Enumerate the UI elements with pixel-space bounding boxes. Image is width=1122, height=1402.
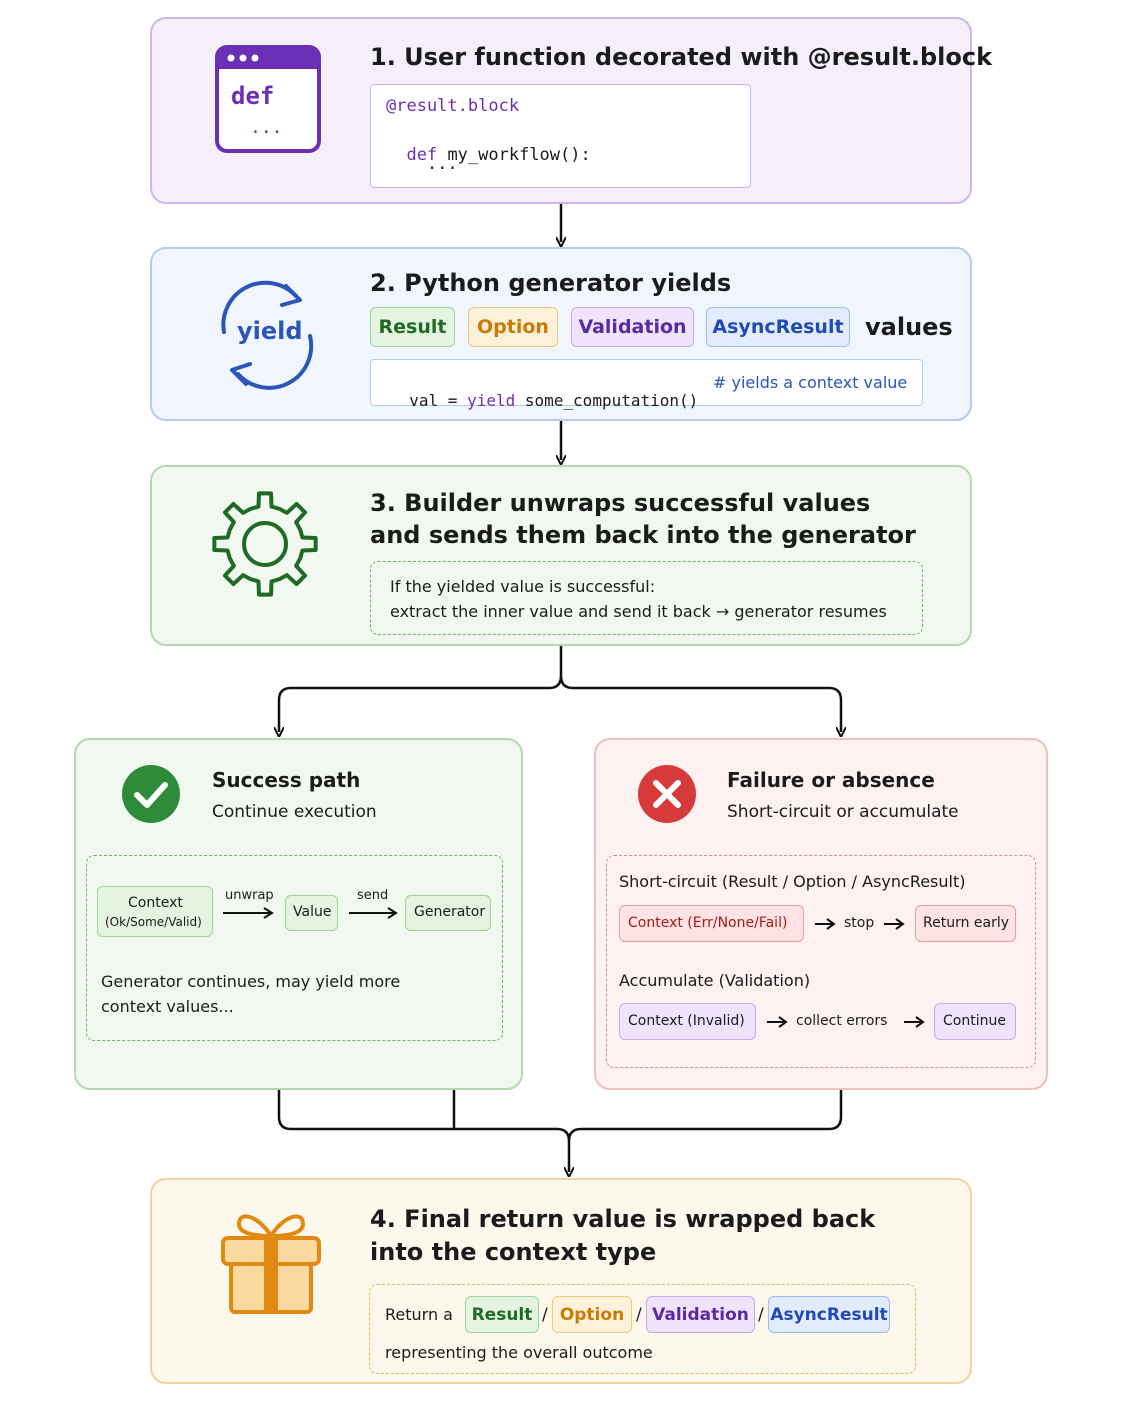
step3-note-box <box>370 561 923 635</box>
arrow-merge-left <box>277 1090 569 1172</box>
step4-title-line2: into the context type <box>370 1238 657 1266</box>
short-context-box <box>619 905 804 942</box>
code-def-name: my_workflow(): <box>437 145 591 165</box>
final-chip-validation: Validation <box>646 1296 755 1333</box>
code-def-line: def my_workflow(): <box>386 125 591 165</box>
code-def-keyword: def <box>406 145 438 165</box>
failure-detail-box <box>606 855 1036 1068</box>
failure-title: Failure or absence <box>727 768 935 792</box>
send-arrow <box>349 907 398 919</box>
arrow-merge-right <box>567 1090 843 1142</box>
success-subtitle: Continue execution <box>212 802 377 822</box>
separator-2: / <box>636 1305 642 1325</box>
collect-arrow-out <box>904 1016 925 1028</box>
code-decorator: @result.block <box>386 96 520 116</box>
separator-3: / <box>758 1305 764 1325</box>
success-note-line2: context values... <box>101 997 234 1016</box>
acc-context-box <box>619 1003 756 1040</box>
collect-arrow-in <box>767 1016 788 1028</box>
def-window-icon <box>215 45 321 153</box>
step1-title: 1. User function decorated with @result.… <box>370 43 993 71</box>
stop-arrow-in <box>815 918 836 930</box>
success-context-label: Context <box>128 895 183 911</box>
step3-note-line2: extract the inner value and send it back… <box>390 602 887 621</box>
step3-panel <box>150 465 972 646</box>
yield-icon-label: yield <box>237 317 303 345</box>
accumulate-title: Accumulate (Validation) <box>619 971 811 990</box>
return-a-label: Return a <box>385 1305 453 1324</box>
generator-label: Generator <box>414 904 486 920</box>
acc-context-label: Context (Invalid) <box>628 1013 745 1029</box>
yield-cycle-icon <box>221 280 314 390</box>
chip-asyncresult: AsyncResult <box>706 307 850 347</box>
check-circle-icon <box>122 765 180 823</box>
continue-label: Continue <box>943 1013 1006 1029</box>
step3-note-line1: If the yielded value is successful: <box>390 577 656 596</box>
code-eq: = <box>438 391 468 410</box>
def-icon-ellipsis: ... <box>250 117 283 138</box>
value-box <box>285 895 338 931</box>
gear-icon <box>212 491 318 597</box>
value-label: Value <box>293 904 332 920</box>
short-circuit-title: Short-circuit (Result / Option / AsyncRe… <box>619 872 966 891</box>
success-title: Success path <box>212 768 361 792</box>
stop-label: stop <box>844 915 875 931</box>
success-note-line1: Generator continues, may yield more <box>101 972 401 991</box>
step3-title-line2: and sends them back into the generator <box>370 521 916 549</box>
success-context-variants: (Ok/Some/Valid) <box>105 915 202 929</box>
arrow-step3-to-failure <box>559 675 841 732</box>
stop-arrow-out <box>884 918 905 930</box>
arrow-step3-split <box>279 646 563 732</box>
error-circle-icon <box>638 765 696 823</box>
code-body-ellipsis: ... <box>386 154 458 174</box>
code-call: some_computation() <box>515 391 699 410</box>
return-early-label: Return early <box>923 915 1010 931</box>
code-yield-keyword: yield <box>467 391 516 410</box>
final-chip-result: Result <box>465 1296 539 1333</box>
step3-title-line1: 3. Builder unwraps successful values <box>370 489 871 517</box>
code-var: val <box>409 391 439 410</box>
unwrap-arrow <box>223 907 274 919</box>
short-context-label: Context (Err/None/Fail) <box>628 915 788 931</box>
chip-validation: Validation <box>571 307 694 347</box>
step2-values-label: values <box>865 313 953 341</box>
separator-1: / <box>542 1305 548 1325</box>
final-chip-asyncresult: AsyncResult <box>768 1296 890 1333</box>
collect-errors-label: collect errors <box>796 1013 888 1029</box>
failure-subtitle: Short-circuit or accumulate <box>727 802 959 822</box>
send-label: send <box>357 888 389 903</box>
return-early-box <box>915 905 1016 942</box>
step4-footer: representing the overall outcome <box>385 1343 653 1362</box>
step4-return-box <box>369 1284 916 1374</box>
step4-title-line1: 4. Final return value is wrapped back <box>370 1205 876 1233</box>
gift-icon <box>221 1214 321 1314</box>
chip-result: Result <box>370 307 455 347</box>
step2-title: 2. Python generator yields <box>370 269 732 297</box>
final-chip-option: Option <box>552 1296 632 1333</box>
def-icon-label: def <box>231 82 275 110</box>
chip-option: Option <box>468 307 558 347</box>
generator-box <box>405 895 491 931</box>
success-context-box <box>97 886 213 937</box>
step1-code-box <box>370 84 751 188</box>
continue-box <box>934 1003 1016 1040</box>
unwrap-label: unwrap <box>225 888 274 903</box>
step2-code-box <box>370 359 923 406</box>
success-flow-box <box>86 855 503 1041</box>
code-comment: # yields a context value <box>713 373 908 392</box>
yield-code-line: val = yield some_computation() <box>390 372 698 410</box>
